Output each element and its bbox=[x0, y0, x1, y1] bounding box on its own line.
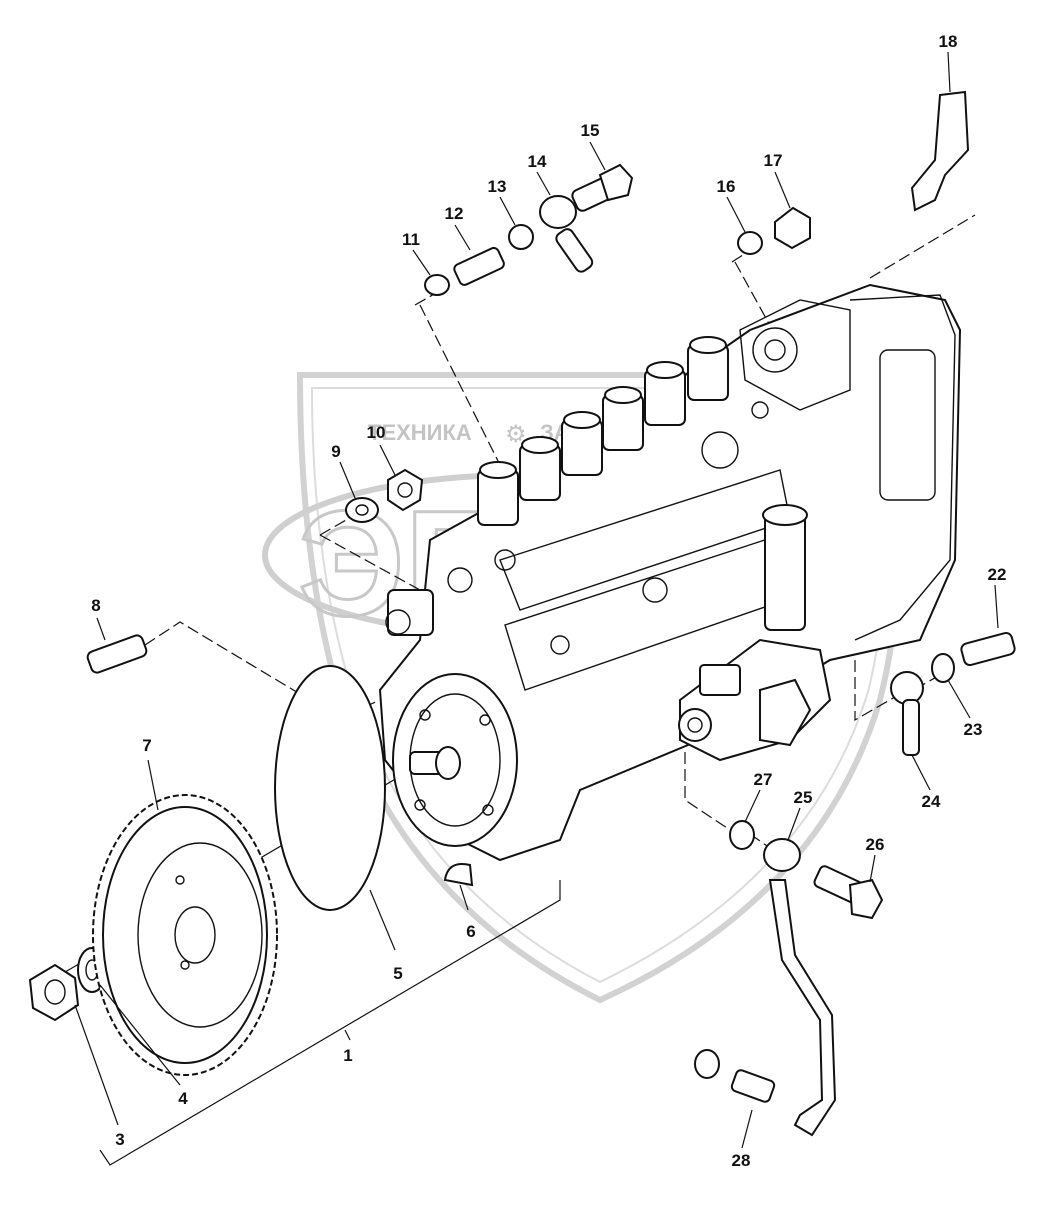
callout-leaders bbox=[74, 51, 999, 1149]
watermark-top-text: ТЕХНИКА bbox=[368, 420, 472, 445]
washer-part-16 bbox=[737, 231, 763, 255]
callout-9: 9 bbox=[331, 442, 340, 461]
washer-part-23 bbox=[931, 653, 955, 683]
drive-flange bbox=[392, 673, 518, 847]
callout-17: 17 bbox=[764, 151, 783, 170]
screw-part-12 bbox=[453, 246, 505, 286]
callout-3: 3 bbox=[115, 1130, 124, 1149]
callout-25: 25 bbox=[794, 788, 813, 807]
callout-12: 12 bbox=[445, 204, 464, 223]
bracket-part-18 bbox=[910, 90, 970, 212]
callout-10: 10 bbox=[367, 423, 386, 442]
callout-5: 5 bbox=[393, 964, 402, 983]
callout-24: 24 bbox=[922, 792, 941, 811]
nut-part-10 bbox=[387, 468, 424, 512]
inlet-fitting bbox=[387, 589, 434, 636]
fitting-part-28 bbox=[694, 1049, 776, 1103]
callout-28: 28 bbox=[732, 1151, 751, 1170]
callout-23: 23 bbox=[964, 720, 983, 739]
callout-11: 11 bbox=[402, 230, 420, 249]
callout-16: 16 bbox=[717, 177, 736, 196]
callout-14: 14 bbox=[528, 152, 547, 171]
key-part-6 bbox=[443, 863, 474, 887]
delivery-valve-holders bbox=[477, 336, 729, 526]
gear-icon: ⚙ bbox=[505, 420, 527, 448]
callout-26: 26 bbox=[866, 835, 885, 854]
callout-22: 22 bbox=[988, 565, 1007, 584]
gear-part-7 bbox=[92, 794, 278, 1076]
callout-6: 6 bbox=[466, 922, 475, 941]
bolt-part-26 bbox=[813, 865, 884, 920]
callout-15: 15 bbox=[581, 121, 600, 140]
callout-13: 13 bbox=[488, 177, 507, 196]
washer-part-13 bbox=[508, 224, 534, 250]
callout-4: 4 bbox=[178, 1089, 188, 1108]
callout-27: 27 bbox=[754, 770, 773, 789]
o-ring-part-5 bbox=[274, 665, 386, 911]
callout-labels: 1 3 4 5 6 7 8 9 10 11 12 13 14 15 16 17 … bbox=[91, 32, 1006, 1170]
callout-18: 18 bbox=[939, 32, 958, 51]
banjo-part-14 bbox=[539, 195, 594, 273]
banjo-part-25 bbox=[763, 838, 837, 1137]
washer-part-11 bbox=[424, 274, 450, 296]
stud-part-8 bbox=[86, 634, 148, 674]
washer-part-9 bbox=[345, 497, 379, 523]
callout-7: 7 bbox=[142, 736, 151, 755]
washer-part-27 bbox=[729, 820, 755, 850]
pump-body bbox=[378, 283, 962, 862]
nut-part-17 bbox=[774, 206, 811, 250]
bolt-part-22 bbox=[960, 631, 1016, 667]
nut-part-3 bbox=[28, 963, 80, 1022]
hand-primer bbox=[678, 504, 832, 762]
bolt-part-15 bbox=[571, 163, 634, 212]
callout-8: 8 bbox=[91, 596, 100, 615]
banjo-part-24 bbox=[890, 671, 924, 756]
callout-1: 1 bbox=[343, 1046, 352, 1065]
